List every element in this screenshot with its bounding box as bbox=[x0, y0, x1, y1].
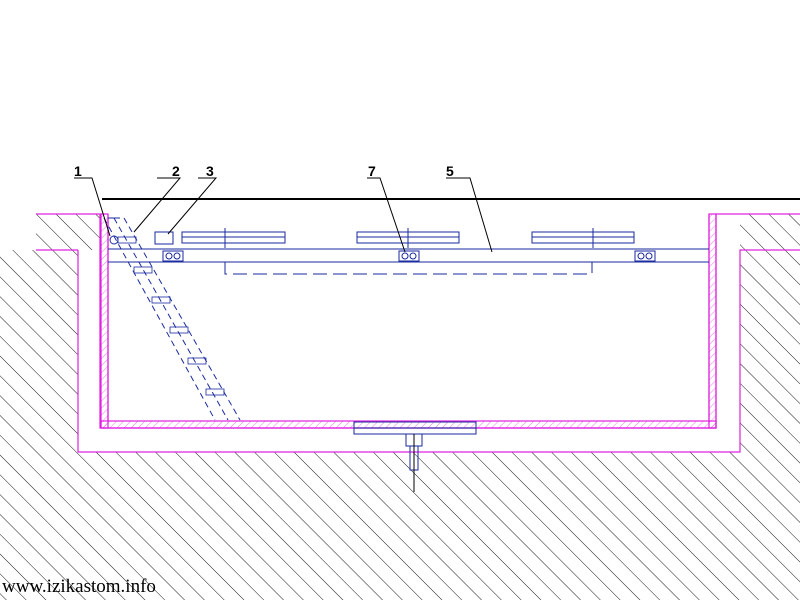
concrete-shell-outline bbox=[36, 213, 800, 429]
callout-2: 2 bbox=[172, 163, 180, 179]
excavation-outline bbox=[77, 249, 800, 453]
callout-3: 3 bbox=[206, 163, 214, 179]
main-drain bbox=[353, 421, 477, 492]
callout-leaders bbox=[74, 177, 493, 253]
callout-5: 5 bbox=[446, 163, 454, 179]
website-watermark: www.izikastom.info bbox=[2, 576, 156, 597]
callout-7: 7 bbox=[368, 163, 376, 179]
callout-1: 1 bbox=[74, 163, 82, 179]
floating-cover-assembly bbox=[108, 228, 709, 275]
inclined-ladder bbox=[103, 217, 241, 421]
ladder-rungs bbox=[117, 236, 225, 396]
ground-hatching-upper bbox=[36, 214, 800, 250]
roller-pair bbox=[162, 250, 656, 262]
